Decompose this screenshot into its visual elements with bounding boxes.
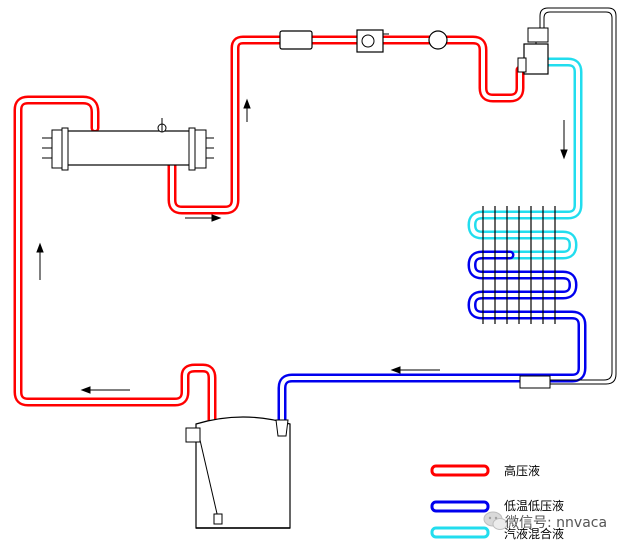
evaporator-fins bbox=[482, 206, 556, 324]
sensing-bulb bbox=[519, 375, 551, 389]
low-pressure-pipe bbox=[277, 250, 587, 425]
filter-drier bbox=[279, 30, 313, 50]
mixed-pipe bbox=[467, 57, 583, 260]
low-pressure-line bbox=[277, 250, 587, 425]
sight-glass bbox=[428, 30, 448, 50]
compressor bbox=[185, 416, 291, 529]
legend-label-low-pressure: 低温低压液 bbox=[504, 499, 565, 513]
high-pressure-pipe-top bbox=[167, 35, 525, 215]
flow-arrows bbox=[36, 98, 568, 394]
legend-swatches bbox=[430, 464, 490, 539]
legend-swatch-mixed bbox=[430, 526, 490, 539]
condenser bbox=[42, 118, 214, 171]
expansion-valve bbox=[517, 27, 549, 75]
solenoid-valve bbox=[356, 29, 389, 53]
legend-label-mixed: 汽液混合液 bbox=[504, 527, 565, 541]
legend-swatch-low-pressure bbox=[430, 500, 490, 513]
legend-label-high-pressure: 高压液 bbox=[504, 464, 541, 478]
legend-swatch-high-pressure bbox=[430, 464, 490, 477]
mixed-line bbox=[467, 57, 583, 260]
wechat-icon bbox=[483, 511, 508, 530]
capillary-tube bbox=[539, 7, 617, 385]
watermark-text: 微信号: nnvaca bbox=[505, 515, 608, 531]
